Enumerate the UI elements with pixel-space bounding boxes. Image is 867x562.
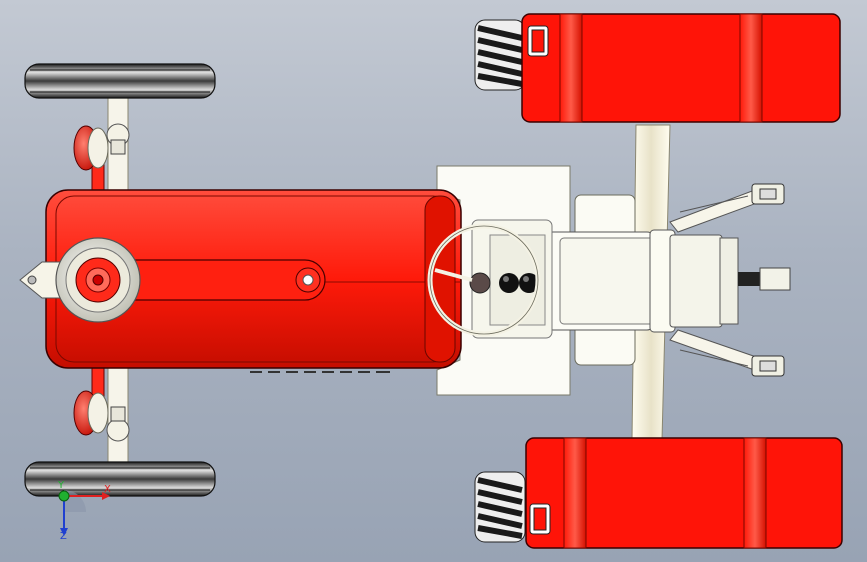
gear-lever-knobs[interactable]: [499, 273, 539, 293]
hitch-link-upper[interactable]: [669, 183, 785, 233]
rear-wheel-right-tread: [474, 471, 526, 543]
rear-wheel-right[interactable]: [474, 437, 843, 549]
headlight-left[interactable]: [73, 123, 130, 171]
transmission-housing[interactable]: [544, 194, 791, 366]
coordinate-triad: X Y Z: [40, 478, 120, 548]
front-wheel-right[interactable]: [24, 461, 216, 497]
front-tow-hook[interactable]: [19, 261, 61, 299]
rear-wheel-left[interactable]: [474, 13, 841, 123]
rear-wheel-left-tread: [474, 19, 526, 91]
triad-axes-graphic: [58, 490, 110, 536]
front-wheel-left[interactable]: [24, 63, 216, 99]
axis-y-label: Y: [58, 480, 65, 491]
hitch-link-lower[interactable]: [669, 329, 785, 377]
steering-wheel[interactable]: [427, 223, 541, 337]
axis-z-label: Z: [60, 531, 67, 542]
axis-x-label: X: [104, 484, 111, 495]
radiator-cap[interactable]: [55, 237, 141, 323]
headlight-right[interactable]: [73, 390, 130, 442]
